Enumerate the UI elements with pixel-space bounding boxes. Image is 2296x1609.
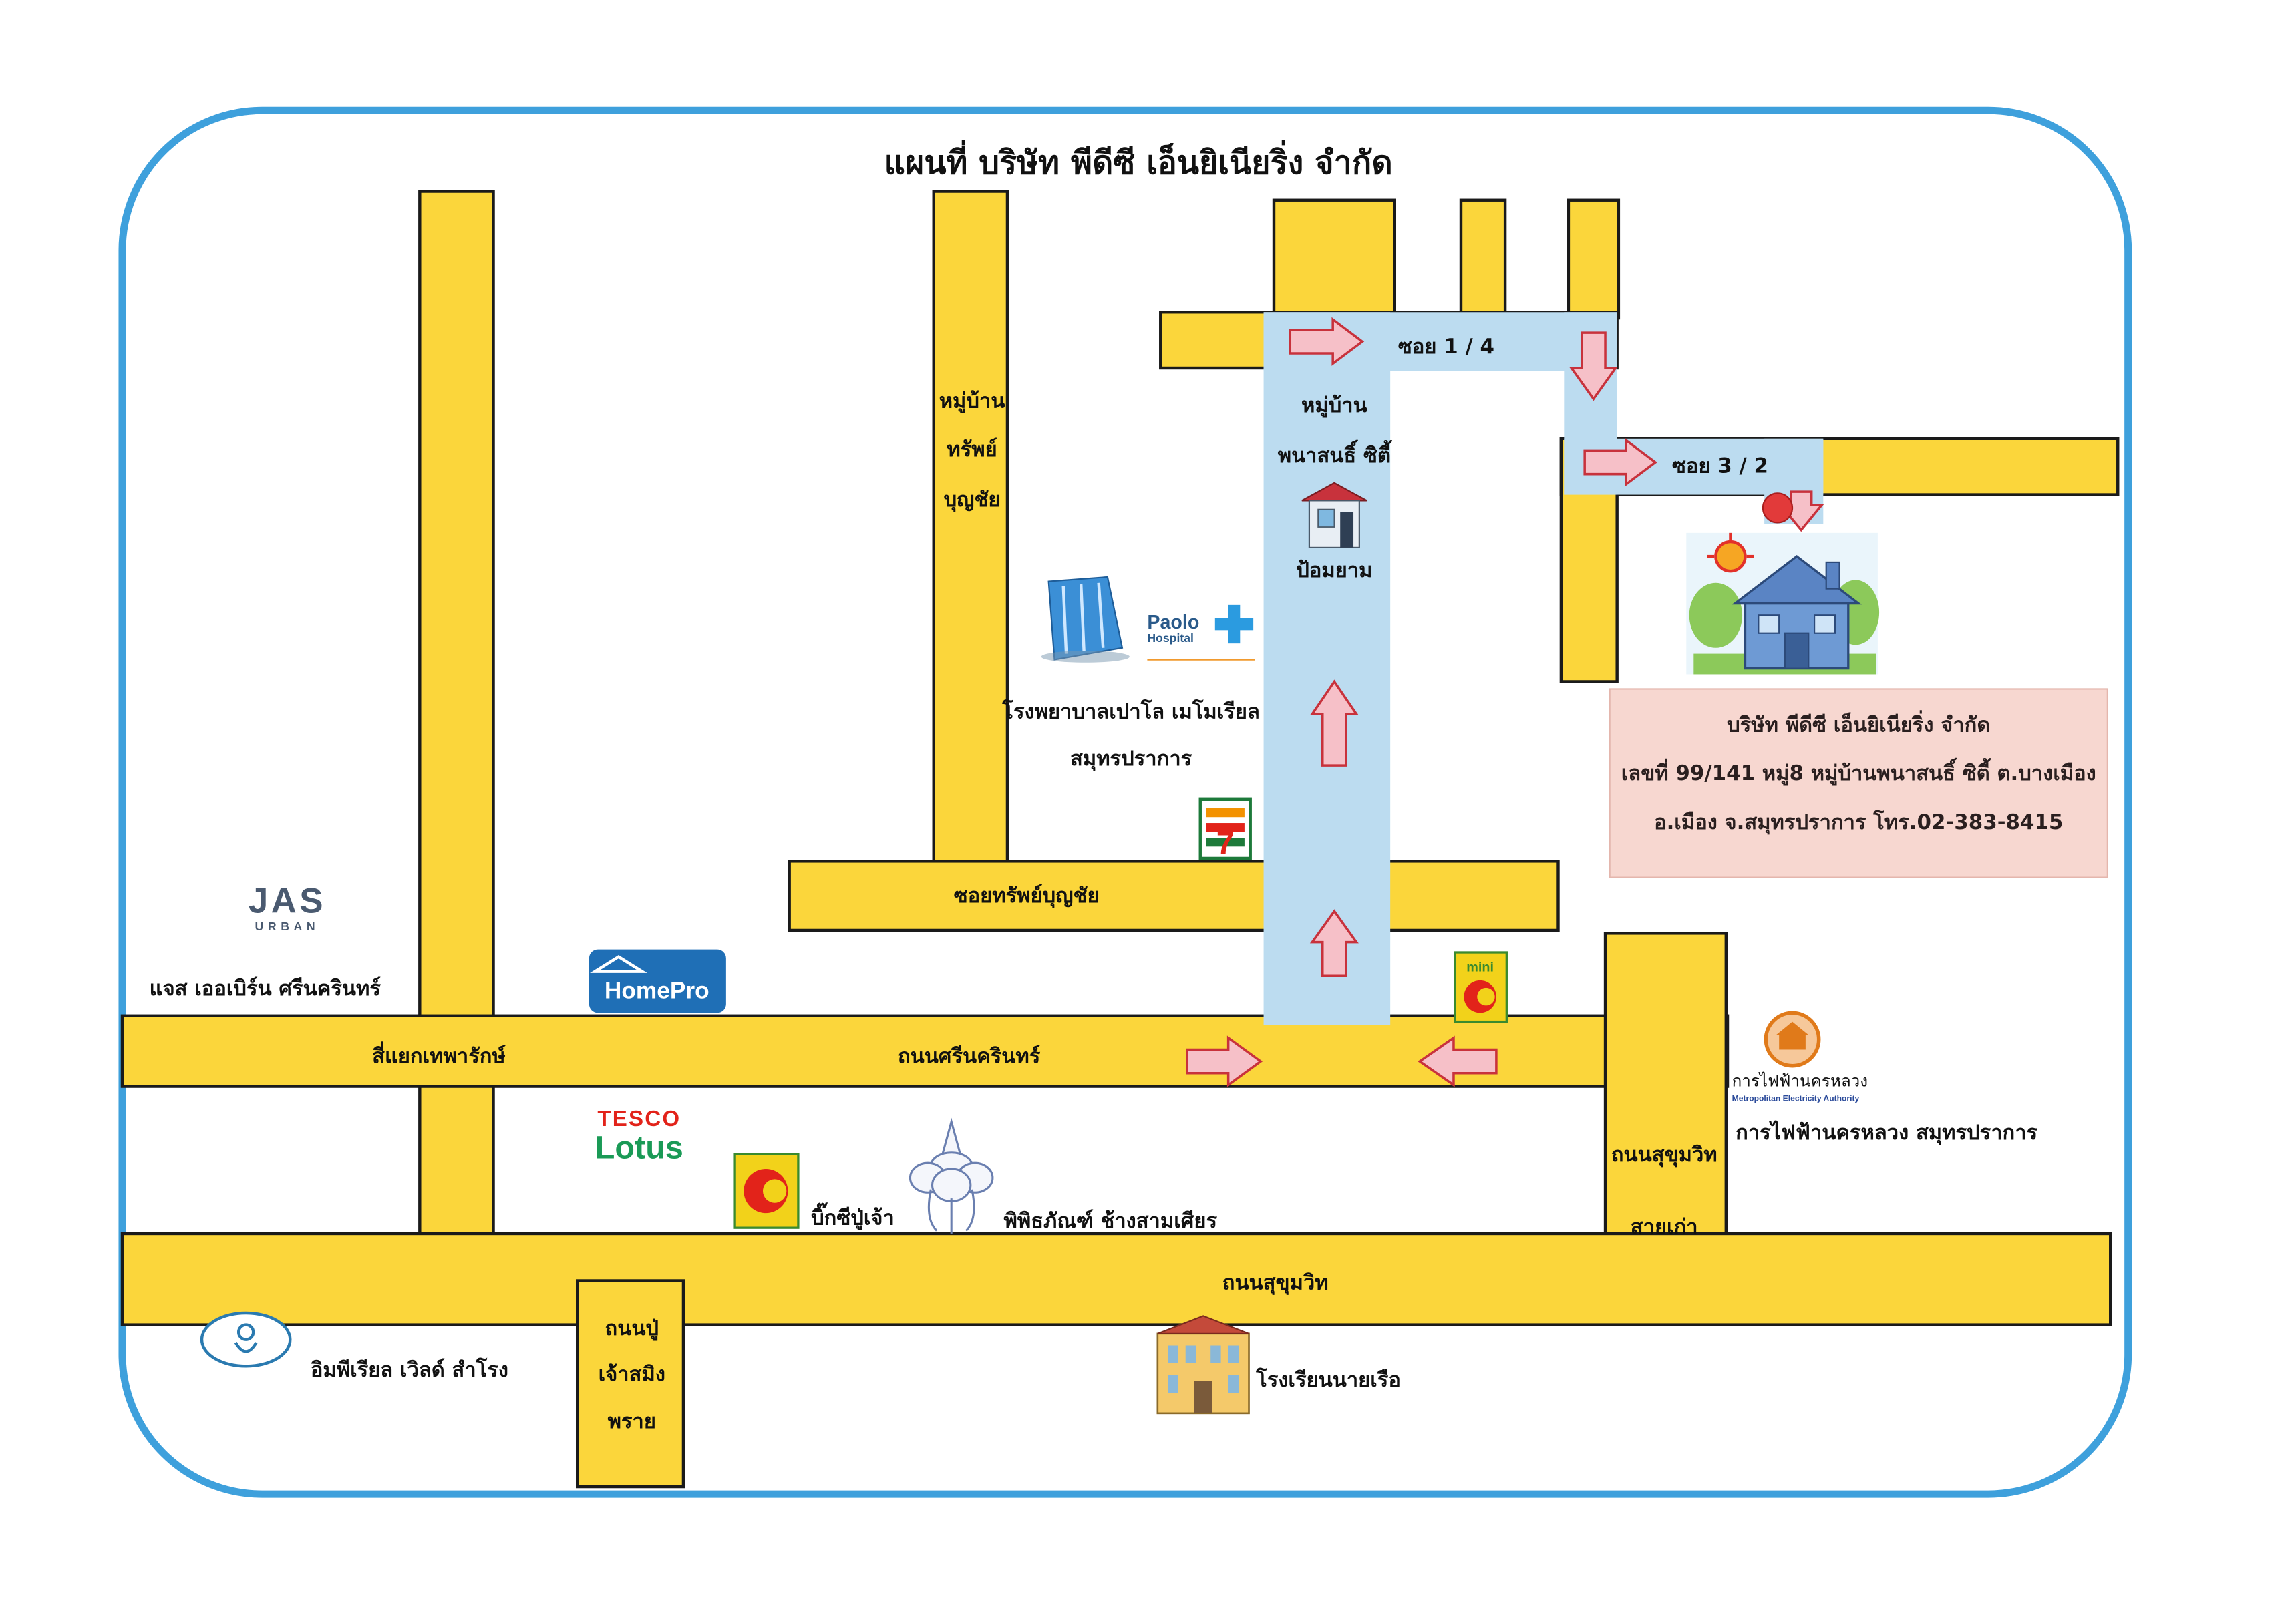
road-left-vertical	[418, 190, 495, 1260]
label-soi-3-2: ซอย 3 / 2	[1672, 454, 1768, 478]
road-mid-vertical	[932, 190, 1009, 914]
company-address-2: อ.เมือง จ.สมุทรปราการ โทร.02-383-8415	[1654, 810, 2063, 835]
svg-text:mini: mini	[1466, 960, 1494, 975]
label-pu-chao-1: ถนนปู่	[605, 1316, 659, 1341]
svg-text:HomePro: HomePro	[605, 977, 709, 1003]
road-network	[120, 190, 2120, 1489]
label-old-sukhumvit-1: ถนนสุขุมวิท	[1611, 1143, 1717, 1168]
arrow-down-connector	[1569, 331, 1618, 401]
arrow-left-srinakarin	[1418, 1035, 1498, 1087]
mea-logo: การไฟฟ้านครหลวง Metropolitan Electricity…	[1732, 1011, 1868, 1103]
arrow-right-srinakarin	[1186, 1035, 1263, 1087]
arrow-right-soi-1-4	[1289, 317, 1365, 366]
map-title: แผนที่ บริษัท พีดีซี เอ็นยิเนียริ่ง จำกั…	[884, 140, 1393, 182]
plus-icon	[1214, 604, 1254, 644]
label-village-phana-2: พนาสนธิ์ ซิตี้	[1278, 439, 1393, 468]
road-top-short-2	[1459, 198, 1507, 320]
label-srinakarin-road: ถนนศรีนครินทร์	[898, 1044, 1041, 1068]
label-erawan-museum: พิพิธภัณฑ์ ช้างสามเศียร	[1004, 1209, 1218, 1233]
label-pu-chao-3: พราย	[608, 1409, 656, 1433]
svg-text:URBAN: URBAN	[255, 920, 320, 933]
label-pu-chao-2: เจ้าสมิง	[599, 1362, 665, 1386]
guard-post-icon	[1301, 482, 1367, 548]
imperial-world-logo	[200, 1311, 292, 1368]
label-sukhumvit-road: ถนนสุขุมวิท	[1222, 1271, 1329, 1296]
tesco-lotus-logo: TESCO Lotus	[595, 1107, 683, 1166]
mini-big-c-logo: mini	[1454, 951, 1508, 1023]
svg-text:การไฟฟ้านครหลวง: การไฟฟ้านครหลวง	[1732, 1071, 1868, 1091]
route-village-road	[1263, 312, 1391, 1025]
company-house-icon	[1686, 532, 1880, 675]
label-guard-post: ป้อมยาม	[1296, 558, 1372, 582]
label-village-sap-2: ทรัพย์	[947, 437, 997, 462]
company-address-1: เลขที่ 99/141 หมู่8 หมู่บ้านพนาสนธิ์ ซิต…	[1621, 757, 2096, 786]
label-big-c: บิ๊กซีปู่เจ้า	[811, 1202, 894, 1231]
label-village-phana-1: หมู่บ้าน	[1301, 393, 1367, 418]
label-thepharak-intersection: สี่แยกเทพารักษ์	[372, 1041, 506, 1068]
label-naval-school: โรงเรียนนายเรือ	[1255, 1367, 1401, 1392]
label-hospital-1: โรงพยาบาลเปาโล เมโมเรียล	[1001, 699, 1259, 724]
label-soi-1-4: ซอย 1 / 4	[1398, 335, 1494, 359]
jas-urban-logo: JAS URBAN	[249, 882, 326, 933]
svg-text:Metropolitan Electricity Autho: Metropolitan Electricity Authority	[1732, 1094, 1860, 1103]
svg-text:JAS: JAS	[249, 882, 326, 921]
arrow-right-soi-3-2	[1583, 437, 1657, 487]
road-sukhumvit	[120, 1232, 2112, 1326]
route-to-company	[1263, 312, 1824, 1025]
arrow-up-village-lower	[1309, 909, 1359, 978]
svg-text:7: 7	[1216, 825, 1235, 861]
label-jas-urban: แจส เออเบิร์น ศรีนครินทร์	[150, 976, 381, 1001]
road-pu-chao-saming-phrai	[576, 1279, 685, 1489]
big-c-logo	[733, 1153, 800, 1229]
road-soi-sap-boonchai	[788, 860, 1560, 932]
company-name: บริษัท พีดีซี เอ็นยิเนียริ่ง จำกัด	[1727, 709, 1990, 737]
svg-text:Hospital: Hospital	[1147, 631, 1194, 645]
paolo-hospital-logo: Paolo Hospital	[1147, 604, 1255, 661]
arrow-up-village-upper	[1309, 679, 1359, 767]
company-info-box: บริษัท พีดีซี เอ็นยิเนียริ่ง จำกัด เลขที…	[1609, 688, 2108, 878]
label-imperial-world: อิมพีเรียล เวิลด์ สำโรง	[311, 1357, 508, 1382]
destination-marker	[1762, 492, 1794, 524]
elephant-statue-icon	[909, 1117, 994, 1234]
sun-icon	[1707, 532, 1754, 573]
svg-text:TESCO: TESCO	[597, 1107, 681, 1131]
school-building-icon	[1156, 1315, 1250, 1415]
label-village-sap-1: หมู่บ้าน	[939, 389, 1005, 414]
label-hospital-2: สมุทรปราการ	[1070, 747, 1192, 771]
hospital-building-icon	[1041, 576, 1130, 663]
svg-text:Paolo: Paolo	[1147, 612, 1199, 633]
label-village-sap-3: บุญชัย	[944, 488, 1001, 512]
svg-text:Lotus: Lotus	[595, 1130, 683, 1166]
label-mea: การไฟฟ้านครหลวง สมุทรปราการ	[1736, 1120, 2037, 1145]
road-top-short-3	[1567, 198, 1621, 320]
label-old-sukhumvit-2: สายเก่า	[1631, 1215, 1698, 1239]
homepro-logo: HomePro	[589, 949, 726, 1013]
seven-eleven-logo: 7	[1198, 797, 1252, 861]
label-soi-sap-boonchai: ซอยทรัพย์บุญชัย	[954, 884, 1100, 908]
direction-arrows	[1186, 317, 1824, 1087]
